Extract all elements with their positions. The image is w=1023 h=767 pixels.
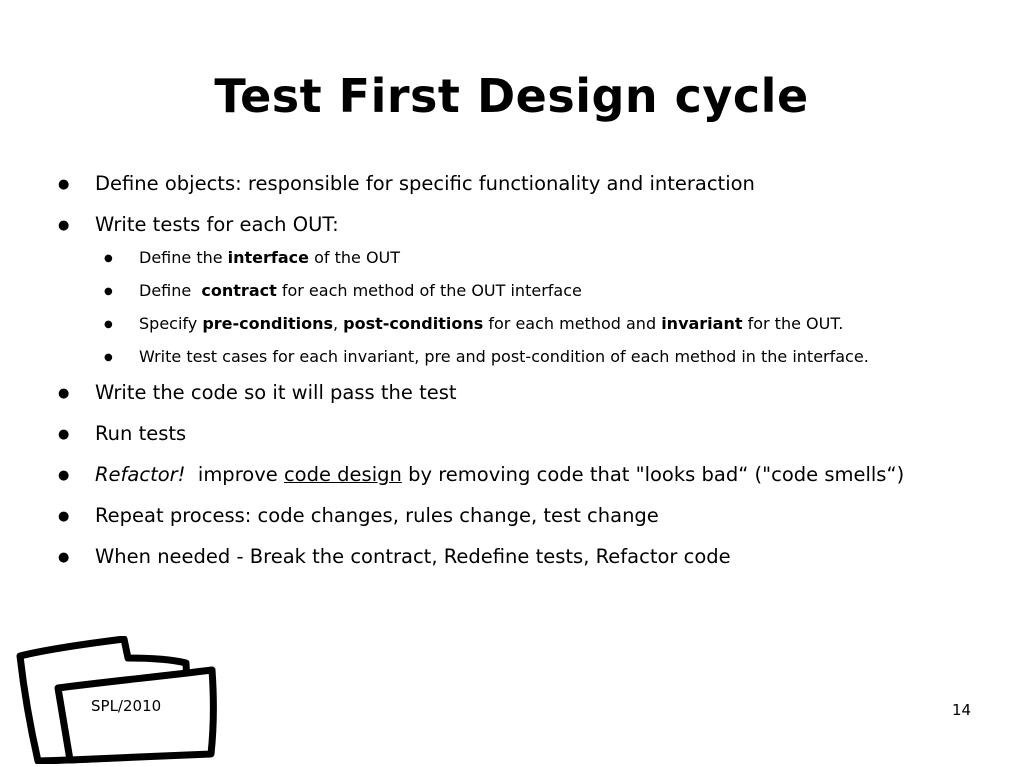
keyword-invariant: invariant [661,314,743,333]
sub-bullet-text: Specify [139,314,203,333]
sub-bullet-item: ● Write test cases for each invariant, p… [104,347,899,366]
sub-bullet-dot: ● [104,352,113,363]
bullet-dot: ● [58,509,70,524]
bullet-dot: ● [58,427,70,442]
refactor-emphasis: Refactor! [95,463,186,486]
bullet-item: ● Refactor! improve code design by remov… [58,461,988,489]
sub-bullet-item: ● Define contract for each method of the… [104,281,899,300]
sub-bullet-list: ● Define the interface of the OUT ● Defi… [95,248,988,366]
sub-bullet-text: , [333,314,344,333]
sub-bullet-text: Write test cases for each invariant, pre… [139,347,869,366]
bullet-item: ● When needed - Break the contract, Rede… [58,543,988,571]
bullet-item: ● Run tests [58,420,988,448]
page-number: 14 [952,701,972,719]
bullet-text: by removing code that "looks bad“ ("code… [401,463,905,486]
bullet-item: ● Write tests for each OUT: ● Define the… [58,211,988,366]
sub-bullet-item: ● Specify pre-conditions, post-condition… [104,314,899,333]
bullet-item: ● Repeat process: code changes, rules ch… [58,502,988,530]
sub-bullet-dot: ● [104,319,113,330]
sub-bullet-text: for the OUT. [742,314,844,333]
bullet-text: Write tests for each OUT: [95,213,339,236]
bullet-text: When needed - Break the contract, Redefi… [95,545,731,568]
bullet-text: Write the code so it will pass the test [95,381,457,404]
bullet-dot: ● [58,218,70,233]
sub-bullet-dot: ● [104,253,113,264]
bullet-item: ● Write the code so it will pass the tes… [58,379,988,407]
keyword-pre-conditions: pre-conditions [202,314,333,333]
bullet-list: ● Define objects: responsible for specif… [58,170,988,584]
bullet-text: Repeat process: code changes, rules chan… [95,504,659,527]
bullet-dot: ● [58,468,70,483]
code-design-underlined: code design [283,463,402,486]
sub-bullet-text: for each method and [483,314,662,333]
sub-bullet-text: Define the [139,248,228,267]
keyword-interface: interface [227,248,310,267]
bullet-dot: ● [58,550,70,565]
sub-bullet-dot: ● [104,286,113,297]
sub-bullet-text: of the OUT [309,248,401,267]
keyword-post-conditions: post-conditions [343,314,484,333]
sub-bullet-item: ● Define the interface of the OUT [104,248,899,267]
bullet-dot: ● [58,177,70,192]
bullet-text: Run tests [95,422,187,445]
bullet-text: Define objects: responsible for specific… [95,172,755,195]
sub-bullet-text: for each method of the OUT interface [276,281,582,300]
bullet-text: improve [185,463,284,486]
slide-title: Test First Design cycle [214,69,809,123]
keyword-contract: contract [201,281,277,300]
footer-label: SPL/2010 [91,697,162,715]
sub-bullet-text: Define [139,281,202,300]
bullet-item: ● Define objects: responsible for specif… [58,170,988,198]
bullet-dot: ● [58,386,70,401]
folder-icon [16,636,217,764]
